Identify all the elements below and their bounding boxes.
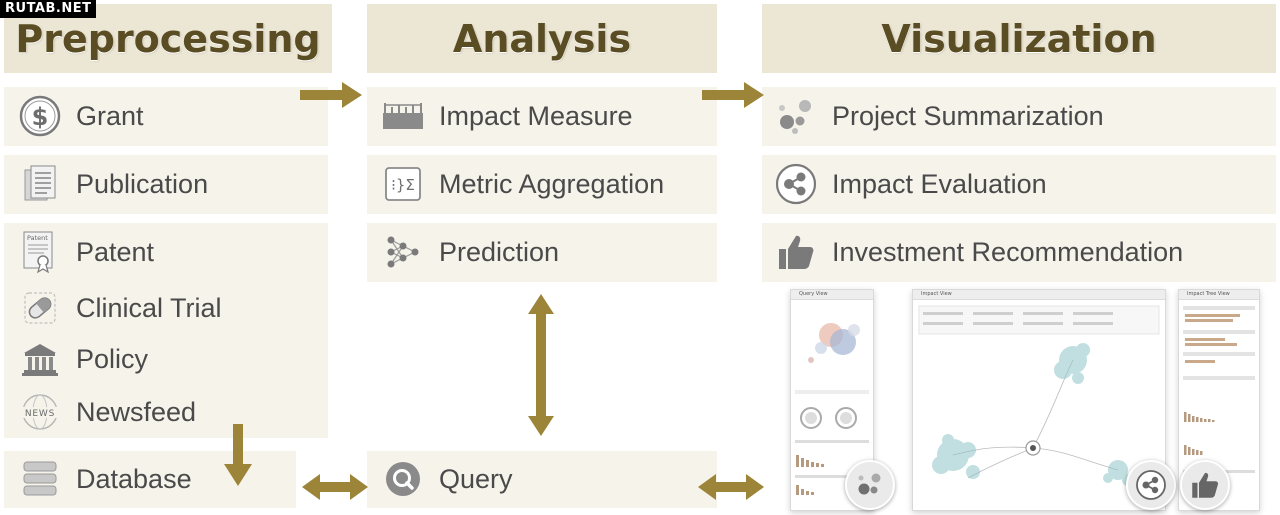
impact-evaluation-label: Impact Evaluation — [832, 168, 1047, 199]
newsfeed-item: NEWS Newsfeed — [18, 388, 196, 436]
query-visualization-arrow — [698, 474, 764, 500]
project-summarization-badge — [845, 460, 895, 510]
bubbles-icon — [774, 94, 818, 138]
project-summarization-label: Project Summarization — [832, 100, 1104, 131]
preprocessing-to-analysis-arrow — [300, 82, 362, 108]
impact-view-screenshot: Impact View — [912, 289, 1166, 511]
svg-text:Patent: Patent — [27, 234, 48, 242]
impact-view-title: Impact View — [913, 290, 1165, 300]
news-globe-icon: NEWS — [18, 390, 62, 434]
query-view-screenshot: Query View — [790, 289, 874, 511]
preprocessing-title: Preprocessing — [15, 16, 321, 61]
analysis-title: Analysis — [452, 16, 632, 61]
analysis-to-visualization-arrow — [702, 82, 764, 108]
impact-measure-item: Impact Measure — [367, 86, 717, 146]
database-query-arrow — [302, 474, 368, 500]
impact-evaluation-badge — [1126, 460, 1176, 510]
bubbles-icon — [858, 473, 881, 495]
publication-label: Publication — [76, 168, 209, 199]
investment-recommendation-badge — [1180, 460, 1230, 510]
investment-recommendation-item: Investment Recommendation — [762, 222, 1276, 282]
grant-label: Grant — [76, 100, 144, 131]
sources-to-database-arrow — [224, 424, 252, 486]
government-building-icon — [18, 337, 62, 381]
query-label: Query — [439, 463, 513, 494]
svg-text:NEWS: NEWS — [25, 409, 55, 419]
network-nodes-icon — [1136, 470, 1166, 500]
grant-item: $ Grant — [4, 86, 328, 146]
prediction-label: Prediction — [439, 236, 560, 267]
data-sources-group: Patent Patent Clinical Trial Policy NEWS… — [4, 222, 328, 438]
newsfeed-label: Newsfeed — [76, 396, 197, 427]
investment-recommendation-label: Investment Recommendation — [832, 236, 1184, 267]
sum-function-icon: ⁝}Σ — [381, 162, 425, 206]
policy-item: Policy — [18, 335, 148, 383]
impact-evaluation-item: Impact Evaluation — [762, 154, 1276, 214]
query-view-title: Query View — [791, 290, 873, 300]
thumbs-up-icon — [1192, 472, 1219, 498]
patent-label: Patent — [76, 236, 155, 267]
svg-text:$: $ — [32, 103, 49, 131]
magnifier-icon — [381, 457, 425, 501]
database-item: Database — [4, 450, 296, 508]
neural-network-icon — [381, 230, 425, 274]
visualization-title: Visualization — [881, 16, 1157, 61]
dollar-icon: $ — [18, 94, 62, 138]
analysis-header: Analysis — [367, 4, 717, 73]
clinical-trial-item: Clinical Trial — [18, 284, 222, 332]
patent-item: Patent Patent — [18, 228, 154, 276]
prediction-query-arrow — [528, 294, 554, 436]
publication-item: Publication — [4, 154, 328, 214]
svg-text:⁝}Σ: ⁝}Σ — [391, 176, 415, 194]
network-nodes-icon — [774, 162, 818, 206]
watermark: RUTAB.NET — [0, 0, 97, 18]
prediction-item: Prediction — [367, 222, 717, 282]
clinical-trial-label: Clinical Trial — [76, 292, 222, 323]
query-item: Query — [367, 450, 717, 508]
ruler-icon — [381, 94, 425, 138]
impact-measure-label: Impact Measure — [439, 100, 633, 131]
metric-aggregation-label: Metric Aggregation — [439, 168, 665, 199]
database-label: Database — [76, 463, 192, 494]
patent-certificate-icon: Patent — [18, 230, 62, 274]
visualization-header: Visualization — [762, 4, 1276, 73]
impact-tree-title: Impact Tree View — [1179, 290, 1259, 300]
preprocessing-header: Preprocessing — [4, 4, 332, 73]
project-summarization-item: Project Summarization — [762, 86, 1276, 146]
database-icon — [18, 457, 62, 501]
thumbs-up-icon — [774, 230, 818, 274]
document-icon — [18, 162, 62, 206]
pill-icon — [18, 286, 62, 330]
policy-label: Policy — [76, 343, 149, 374]
metric-aggregation-item: ⁝}Σ Metric Aggregation — [367, 154, 717, 214]
